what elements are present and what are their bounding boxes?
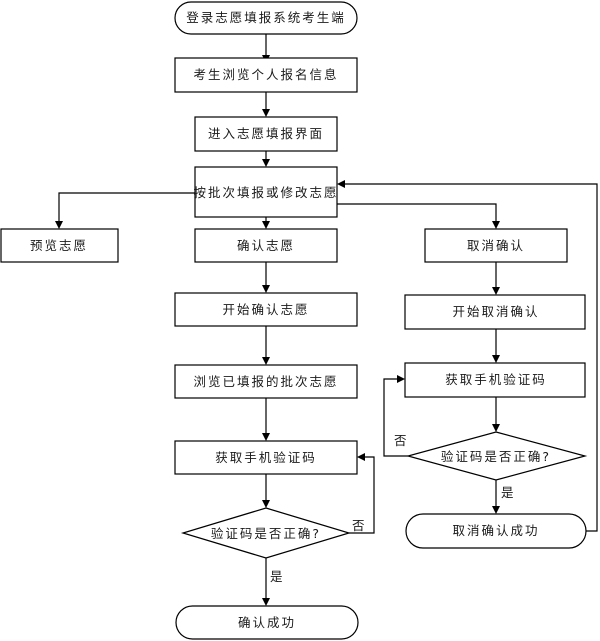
node-cancel-ok: 取消确认成功	[405, 513, 587, 549]
node-enter-ui: 进入志愿填报界面	[194, 116, 338, 152]
arrowhead	[492, 287, 500, 295]
edge-check-left-to-get-code-left	[349, 456, 375, 534]
node-label: 登录志愿填报系统考生端	[186, 10, 346, 25]
node-label: 进入志愿填报界面	[208, 126, 324, 141]
nodes: 登录志愿填报系统考生端 考生浏览个人报名信息 进入志愿填报界面 按批次填报或修改…	[0, 1, 588, 640]
process-shape	[174, 57, 358, 93]
node-label: 验证码是否正确?	[441, 449, 551, 464]
arrowhead	[262, 500, 270, 508]
arrowhead	[492, 424, 500, 432]
arrowhead	[492, 221, 500, 229]
node-confirm-ok: 确认成功	[175, 605, 359, 640]
edge-label-yes-left: 是	[270, 569, 283, 584]
node-label: 取消确认成功	[452, 523, 539, 538]
process-shape	[174, 440, 358, 475]
node-get-code-left: 获取手机验证码	[174, 440, 358, 475]
node-label: 获取手机验证码	[445, 372, 547, 387]
process-shape	[174, 364, 358, 399]
node-label: 确认成功	[238, 615, 296, 630]
process-shape	[404, 294, 586, 330]
arrowhead	[492, 355, 500, 363]
arrowhead	[357, 453, 365, 461]
process-shape	[404, 362, 586, 398]
node-browse-info: 考生浏览个人报名信息	[174, 57, 358, 93]
edge-check-right-to-get-code-right	[383, 378, 408, 457]
terminator-shape	[174, 1, 358, 35]
node-check-right: 验证码是否正确?	[405, 431, 588, 481]
process-shape	[194, 228, 338, 263]
arrowhead	[262, 598, 270, 606]
node-label: 取消确认	[467, 238, 525, 253]
arrowhead	[262, 285, 270, 293]
node-fill-modify: 按批次填报或修改志愿	[193, 166, 338, 218]
process-shape	[174, 292, 358, 327]
process-shape	[194, 116, 338, 152]
node-check-left: 验证码是否正确?	[180, 507, 352, 559]
decision-shape	[180, 507, 352, 559]
node-browse-filled: 浏览已填报的批次志愿	[174, 364, 358, 399]
edge-fill-modify-to-cancel	[337, 203, 497, 224]
node-label: 考生浏览个人报名信息	[193, 67, 338, 82]
node-start-confirm: 开始确认志愿	[174, 292, 358, 327]
terminator-shape	[175, 605, 359, 640]
arrowhead	[492, 506, 500, 514]
edge-labels: 是 否 是 否	[270, 433, 514, 584]
terminator-shape	[405, 513, 587, 549]
edges	[55, 34, 598, 606]
arrowhead	[397, 375, 405, 383]
process-shape	[194, 166, 338, 218]
node-start-cancel: 开始取消确认	[404, 294, 586, 330]
node-cancel: 取消确认	[424, 228, 568, 263]
node-label: 获取手机验证码	[215, 450, 317, 465]
node-preview: 预览志愿	[0, 228, 119, 263]
node-label: 开始取消确认	[452, 304, 539, 319]
arrowhead	[262, 221, 270, 229]
node-label: 验证码是否正确?	[211, 526, 321, 541]
node-label: 按批次填报或修改志愿	[193, 185, 338, 200]
edge-label-yes-right: 是	[501, 485, 514, 500]
edge-fill-modify-to-preview	[58, 192, 195, 224]
arrowhead	[55, 221, 63, 229]
decision-shape	[405, 431, 588, 481]
edge-cancel-ok-to-fill-modify	[342, 183, 598, 532]
arrowhead	[262, 109, 270, 117]
arrowhead	[337, 180, 345, 188]
node-confirm: 确认志愿	[194, 228, 338, 263]
process-shape	[0, 228, 119, 263]
arrowhead	[262, 159, 270, 167]
node-get-code-right: 获取手机验证码	[404, 362, 586, 398]
process-shape	[424, 228, 568, 263]
node-label: 浏览已填报的批次志愿	[193, 374, 338, 389]
node-start: 登录志愿填报系统考生端	[174, 1, 358, 35]
arrowhead	[262, 433, 270, 441]
edge-label-no-left: 否	[352, 518, 365, 533]
node-label: 开始确认志愿	[222, 302, 309, 317]
arrowhead	[262, 357, 270, 365]
node-label: 预览志愿	[30, 238, 88, 253]
edge-label-no-right: 否	[394, 433, 407, 448]
node-label: 确认志愿	[237, 238, 295, 253]
